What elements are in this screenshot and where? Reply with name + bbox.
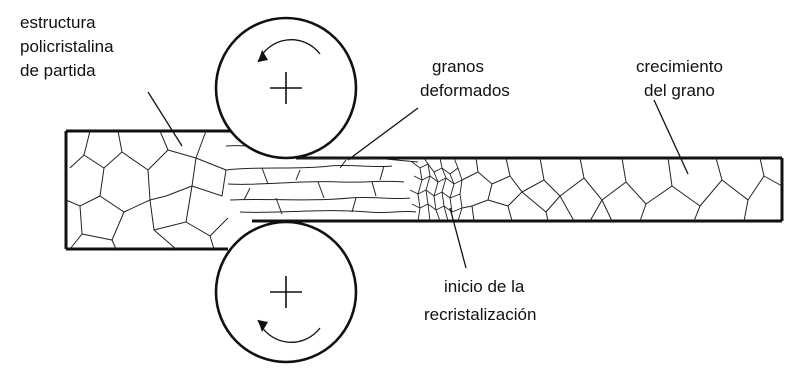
label-starting-structure-line2: policristalina [20, 37, 114, 56]
leader-deformed-grains [348, 108, 418, 160]
leader-recrystallization [450, 208, 466, 268]
label-grain-growth-line2: del grano [644, 81, 715, 100]
label-starting-structure: estructura policristalina de partida [20, 13, 114, 80]
lower-roll [216, 222, 356, 362]
grain-structure [66, 131, 782, 249]
leader-grain-growth [654, 100, 688, 174]
label-grain-growth: crecimiento del grano [636, 57, 723, 100]
label-starting-structure-line3: de partida [20, 61, 96, 80]
deformed-grains [226, 146, 418, 214]
label-deformed-grains-line1: granos [432, 57, 484, 76]
growing-grains [462, 158, 646, 221]
label-starting-structure-line1: estructura [20, 13, 96, 32]
label-recrystallization-line1: inicio de la [444, 277, 525, 296]
label-deformed-grains-line2: deformados [420, 81, 510, 100]
label-recrystallization-line2: recristalización [424, 305, 536, 324]
upper-roll [216, 18, 356, 158]
label-grain-growth-line1: crecimiento [636, 57, 723, 76]
recrystallized-nuclei [410, 158, 462, 221]
metal-strip [66, 131, 782, 249]
starting-grains [66, 131, 228, 249]
grown-grains [646, 158, 782, 221]
label-recrystallization: inicio de la recristalización [424, 277, 536, 324]
leader-starting-structure [148, 92, 182, 146]
label-deformed-grains: granos deformados [420, 57, 510, 100]
